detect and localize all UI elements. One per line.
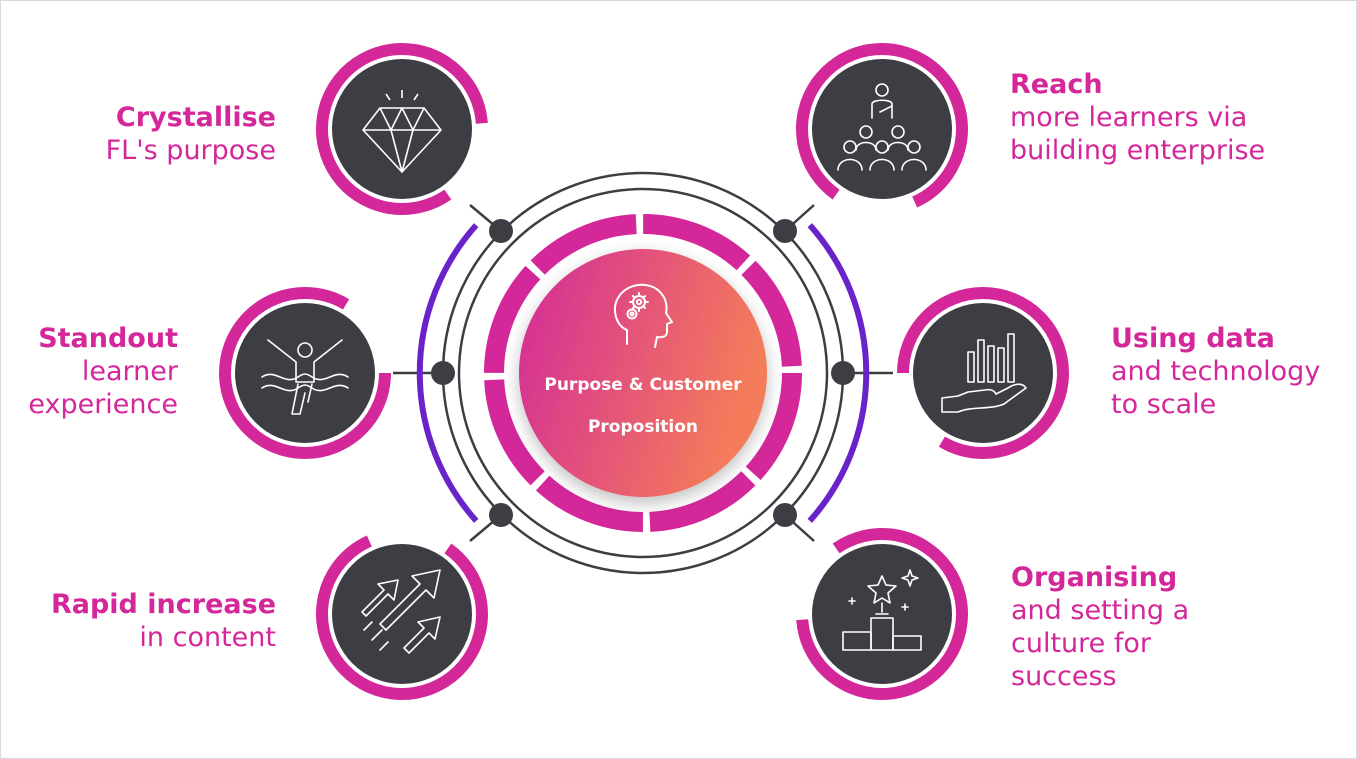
segmented-ring [484,214,802,532]
trophy-podium-icon [842,569,922,651]
arrows-up-icon [361,569,441,654]
diamond-icon [362,90,442,173]
inner-ring [457,187,829,559]
node-data [897,287,1069,459]
node-organising [796,528,968,700]
node-rapid [316,528,488,700]
head-gears-icon [614,283,673,348]
finish-line-runner-icon [261,339,349,415]
hand-chart-icon [941,333,1027,413]
label-standout-text: learner experience [28,356,178,420]
label-rapid-text: in content [139,622,276,653]
label-reach-title: Reach [1010,69,1103,100]
label-standout-title: Standout [38,323,178,354]
label-rapid: Rapid increase in content [10,588,276,654]
center-title-line-1: Purpose & Customer [544,375,742,395]
label-reach: Reach more learners via building enterpr… [1010,68,1340,167]
label-organising: Organising and setting a culture for suc… [1011,561,1311,693]
label-reach-text: more learners via building enterprise [1010,102,1266,166]
node-reach [796,43,969,215]
label-crystallise-text: FL's purpose [105,135,276,166]
label-organising-title: Organising [1011,562,1178,593]
label-data: Using data and technology to scale [1111,322,1351,421]
node-crystallise [316,43,488,215]
center-title-line-2: Proposition [587,417,699,437]
label-standout: Standout learner experience [10,322,178,421]
connector-dots [431,219,855,527]
presenter-audience-icon [837,83,927,171]
label-data-title: Using data [1111,323,1275,354]
label-data-text: and technology to scale [1111,356,1321,420]
label-crystallise-title: Crystallise [115,102,276,133]
node-standout [219,287,391,459]
label-rapid-title: Rapid increase [50,589,276,620]
label-organising-text: and setting a culture for success [1011,595,1190,692]
purple-arcs [416,223,870,523]
label-crystallise: Crystallise FL's purpose [20,101,276,167]
center-circle [519,249,767,497]
